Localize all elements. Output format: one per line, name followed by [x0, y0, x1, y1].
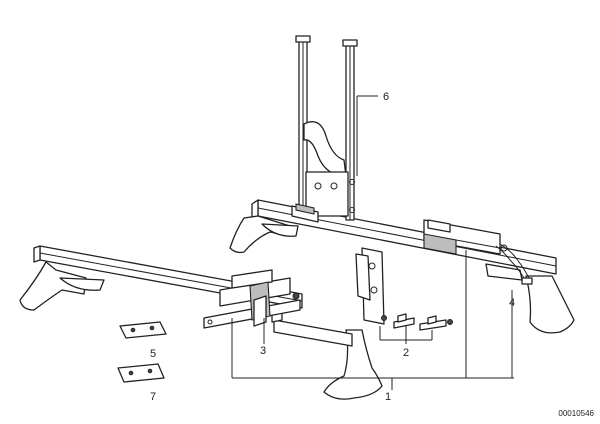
clamp-block-left [291, 203, 319, 223]
rear-right-foot [485, 263, 575, 334]
plate-7 [117, 363, 165, 383]
fork-holder-upright [295, 35, 358, 221]
callout-1: 1 [385, 391, 391, 403]
callout-7: 7 [150, 391, 156, 403]
drawing-number: 00010546 [558, 409, 594, 418]
wheel-carrier-rail [203, 269, 301, 329]
rear-left-foot [229, 215, 299, 254]
front-right-foot [323, 329, 383, 400]
callout-2: 2 [403, 347, 409, 359]
callout-4: 4 [509, 297, 515, 309]
screws [393, 313, 453, 331]
clamp-block-right [423, 219, 501, 255]
callout-6: 6 [383, 91, 389, 103]
callout-3: 3 [260, 345, 266, 357]
strap-lock [495, 243, 533, 285]
callout-5: 5 [150, 348, 156, 360]
leader-lines [231, 95, 514, 390]
mounting-bracket [355, 247, 387, 325]
front-left-foot [19, 261, 105, 311]
plate-5 [119, 321, 167, 339]
